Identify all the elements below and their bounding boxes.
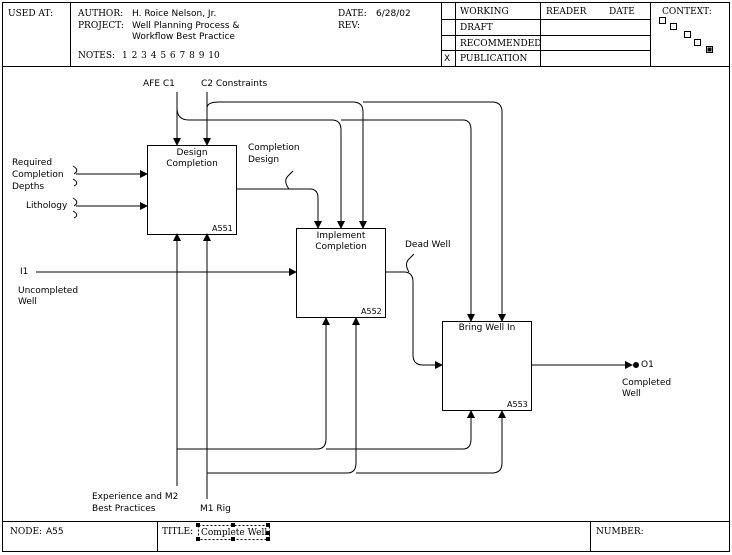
status-working: WORKING — [460, 7, 509, 17]
date-value: 6/28/02 — [376, 9, 411, 19]
status-publication: PUBLICATION — [460, 54, 528, 64]
box-design-completion — [147, 145, 237, 235]
label-c2-constraints: C2 Constraints — [201, 79, 268, 89]
label-dead-well: Dead Well — [405, 240, 451, 250]
label-o1: O1 — [641, 360, 654, 370]
box1-title-line2: Completion — [166, 159, 218, 169]
label-completed-2: Well — [622, 389, 641, 399]
box2-title-line2: Completion — [315, 242, 367, 252]
used-at-label: USED AT: — [8, 9, 54, 19]
context-label: CONTEXT: — [662, 7, 712, 17]
box3-code: A553 — [507, 400, 528, 409]
label-completed-1: Completed — [622, 378, 672, 388]
label-completion-design-1: Completion — [248, 143, 300, 153]
label-completion-design-2: Design — [248, 155, 280, 165]
notes-numbers: 1 2 3 4 5 6 7 8 9 10 — [122, 51, 220, 61]
label-experience-2: Best Practices — [92, 504, 156, 514]
title-value[interactable]: Complete Well — [201, 528, 268, 538]
label-required-2: Completion — [12, 170, 64, 180]
label-required-1: Required — [12, 158, 53, 168]
label-afe-c1: AFE C1 — [143, 79, 175, 89]
title-label: TITLE: — [162, 527, 194, 537]
box1-title-line1: Design — [176, 148, 208, 158]
status-check-mark: X — [444, 54, 451, 64]
node-value: A55 — [46, 527, 64, 537]
project-line-1: Well Planning Process & — [132, 21, 240, 31]
status-recommended: RECOMMENDED — [460, 39, 542, 49]
label-uncompleted-1: Uncompleted — [18, 286, 79, 296]
number-label: NUMBER: — [596, 527, 644, 537]
author-value: H. Roice Nelson, Jr. — [132, 9, 217, 19]
reader-label: READER — [546, 7, 587, 17]
label-i1: I1 — [20, 267, 29, 277]
project-line-2: Workflow Best Practice — [132, 32, 235, 42]
label-uncompleted-2: Well — [18, 297, 37, 307]
date-label: DATE: — [338, 9, 367, 19]
label-required-3: Depths — [12, 182, 45, 192]
box-bring-well-in — [442, 321, 532, 411]
box3-title: Bring Well In — [458, 323, 516, 333]
reader-date-label: DATE — [609, 7, 635, 17]
label-lithology: Lithology — [26, 201, 68, 211]
notes-label: NOTES: — [78, 51, 116, 61]
box1-code: A551 — [212, 224, 233, 233]
author-label: AUTHOR: — [78, 9, 124, 19]
project-label: PROJECT: — [78, 21, 124, 31]
status-draft: DRAFT — [460, 23, 493, 33]
node-label: NODE: — [10, 527, 43, 537]
rev-label: REV: — [338, 21, 360, 31]
label-experience-1: Experience and M2 — [92, 492, 179, 502]
label-m1-rig: M1 Rig — [200, 504, 231, 514]
box2-code: A552 — [361, 307, 382, 316]
box2-title-line1: Implement — [316, 231, 366, 241]
